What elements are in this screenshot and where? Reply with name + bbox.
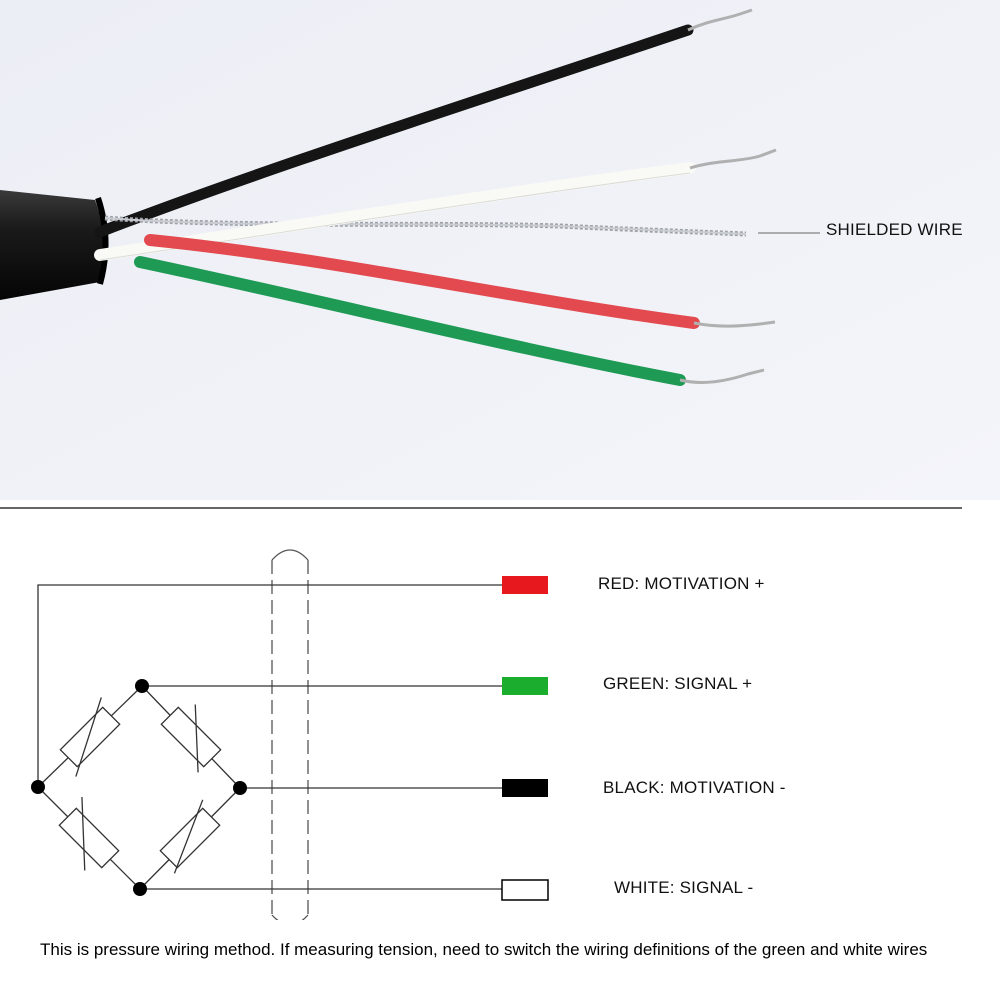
- red-wire: [144, 234, 700, 329]
- black-wire: [94, 24, 694, 238]
- resistor-top-left: [59, 697, 121, 777]
- wire-label-black: BLACK: MOTIVATION -: [603, 778, 786, 797]
- terminal-green: [502, 677, 548, 695]
- wire-red-line: [37, 584, 502, 787]
- shielded-wire-label: SHIELDED WIRE: [826, 220, 963, 239]
- wire-label-white: WHITE: SIGNAL -: [614, 878, 754, 897]
- cable-jacket: [0, 190, 104, 300]
- green-wire: [134, 256, 686, 386]
- resistor-bottom-right: [159, 799, 221, 874]
- wire-label-green: GREEN: SIGNAL +: [603, 674, 753, 693]
- node-left: [31, 780, 45, 794]
- terminal-black: [502, 779, 548, 797]
- terminal-white: [501, 879, 549, 901]
- resistor-bottom-left: [58, 796, 120, 871]
- shield-cylinder: [271, 549, 309, 920]
- terminal-red: [502, 576, 548, 594]
- wiring-note: This is pressure wiring method. If measu…: [40, 940, 928, 959]
- wire-label-red: RED: MOTIVATION +: [598, 574, 765, 593]
- node-right: [233, 781, 247, 795]
- node-bottom: [133, 882, 147, 896]
- bridge-nodes: [31, 679, 247, 896]
- cable-photo: [0, 0, 1000, 500]
- resistor-top-right: [160, 704, 222, 773]
- node-top: [135, 679, 149, 693]
- bridge-resistors: [58, 697, 222, 874]
- wiring-diagram: [0, 507, 962, 920]
